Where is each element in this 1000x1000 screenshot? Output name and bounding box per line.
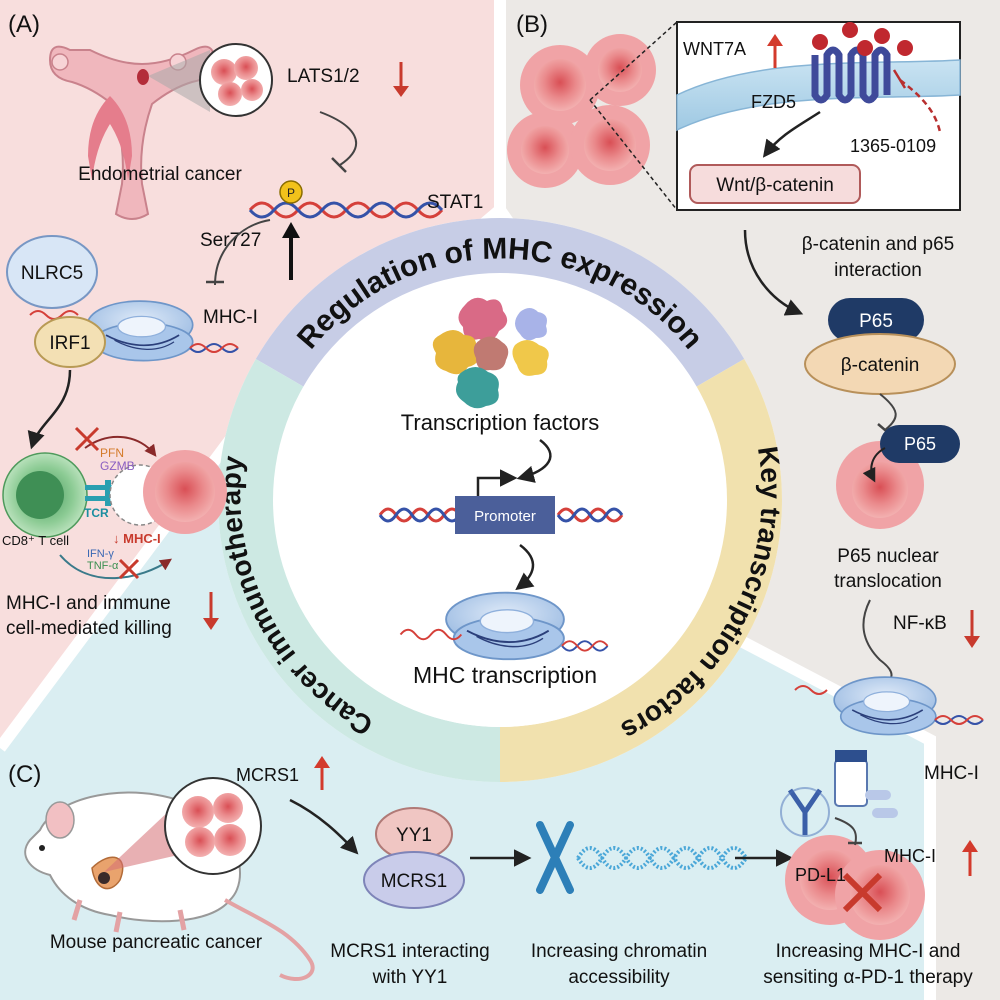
- panel-b-tag: (B): [516, 11, 548, 38]
- lats-label: LATS1/2: [287, 66, 360, 87]
- mcrs1-label: MCRS1: [381, 871, 448, 892]
- step2-line2: accessibility: [568, 967, 670, 988]
- mouse-label: Mouse pancreatic cancer: [50, 932, 263, 953]
- panel-a: (A) Endometrial cancer LATS1/2: [2, 11, 483, 639]
- p65-nuclear-label: P65: [904, 434, 936, 454]
- step1-line2: with YY1: [372, 967, 448, 988]
- tumor-cell-icon-a: [143, 450, 227, 534]
- center-ring: Regulation of MHC expression Cancer immu…: [215, 218, 787, 782]
- promoter-label: Promoter: [474, 508, 536, 525]
- mhc-transcription-label: MHC transcription: [413, 662, 597, 688]
- tumor-cluster-b: [507, 34, 656, 188]
- pdl1-label: PD-L1: [795, 865, 846, 885]
- tnfa-label: TNF-α: [87, 560, 119, 572]
- ifng-label: IFN-γ: [87, 548, 114, 560]
- organ-label: Endometrial cancer: [78, 164, 242, 185]
- panel-a-tag: (A): [8, 11, 40, 38]
- mhc1-complex-b: [794, 676, 984, 736]
- step1-line1: MCRS1 interacting: [330, 941, 489, 962]
- center-ribosome: [399, 591, 609, 661]
- pill-bottle-icon: [834, 750, 898, 818]
- interaction-line1: β-catenin and p65: [802, 234, 954, 255]
- tumor-cluster-icon: [199, 43, 273, 117]
- panel-c-tag: (C): [8, 761, 41, 788]
- stat1-label: STAT1: [427, 192, 483, 213]
- mhc1-label-c: MHC-I: [884, 846, 936, 866]
- ring-segment-right: [500, 359, 782, 782]
- translocation-line1: P65 nuclear: [837, 546, 939, 567]
- yy1-label: YY1: [396, 825, 432, 846]
- ring-segment-top: [255, 218, 745, 387]
- transcription-factor-icons: [432, 297, 549, 409]
- promoter-dna: Promoter: [378, 469, 624, 534]
- p65-nuclear-node: [880, 425, 960, 463]
- pfn-label: PFN: [100, 446, 124, 460]
- tumor-cluster-c: [164, 777, 262, 875]
- chromosome-icon: [536, 821, 748, 894]
- mhc1-down-label: ↓ MHC-I: [113, 531, 161, 546]
- mcrs1-top-label: MCRS1: [236, 765, 299, 785]
- nfkb-label: NF-κB: [893, 613, 947, 634]
- wnt7a-label: WNT7A: [683, 39, 746, 59]
- cd8-label: CD8⁺ T cell: [2, 533, 69, 548]
- step3-line2: sensiting α-PD-1 therapy: [763, 967, 973, 988]
- cd8-t-cell-icon: [2, 452, 88, 538]
- promoter-box: [455, 496, 555, 534]
- inhibitor-label: 1365-0109: [850, 136, 936, 156]
- wnt-pathway-label: Wnt/β-catenin: [716, 175, 834, 196]
- result-a-line1: MHC-I and immune: [6, 593, 171, 614]
- gzmb-label: GZMB: [100, 459, 135, 473]
- mcrs1-node: [363, 851, 465, 909]
- wnt-pathway-box: [689, 164, 861, 204]
- translocation-line2: translocation: [834, 571, 942, 592]
- mhc1-label-a: MHC-I: [203, 307, 258, 328]
- nlrc5-node: [6, 235, 98, 309]
- interaction-line2: interaction: [834, 260, 922, 281]
- panel-b: (B) WNT7A FZD5: [507, 11, 984, 784]
- ring-segment-left: [218, 359, 500, 782]
- irf1-node: [34, 316, 106, 368]
- antibody-icon: [780, 787, 830, 837]
- fzd5-receptor: [811, 46, 891, 104]
- phospho-badge: [279, 180, 303, 204]
- result-a-line2: cell-mediated killing: [6, 618, 172, 639]
- phospho-label: P: [287, 186, 295, 200]
- mhc1-label-b: MHC-I: [924, 763, 979, 784]
- p65-label: P65: [859, 311, 893, 332]
- wnt-ligands: [812, 22, 913, 56]
- tcr-receptor: [85, 480, 115, 506]
- panel-c: (C) Mouse pancreatic cancer MCRS1 YY1 MC…: [8, 750, 978, 988]
- tumor-cell-icon-c: [785, 835, 925, 940]
- step2-line1: Increasing chromatin: [531, 941, 707, 962]
- tcr-label: TCR: [84, 506, 109, 520]
- fzd5-label: FZD5: [751, 92, 796, 112]
- step3-line1: Increasing MHC-I and: [776, 941, 961, 962]
- nlrc5-label: NLRC5: [21, 263, 83, 284]
- beta-catenin-label: β-catenin: [841, 355, 920, 376]
- stat1-dna: [248, 201, 444, 219]
- irf1-label: IRF1: [49, 333, 90, 354]
- tf-label: Transcription factors: [401, 410, 599, 435]
- p65-node: [828, 298, 924, 342]
